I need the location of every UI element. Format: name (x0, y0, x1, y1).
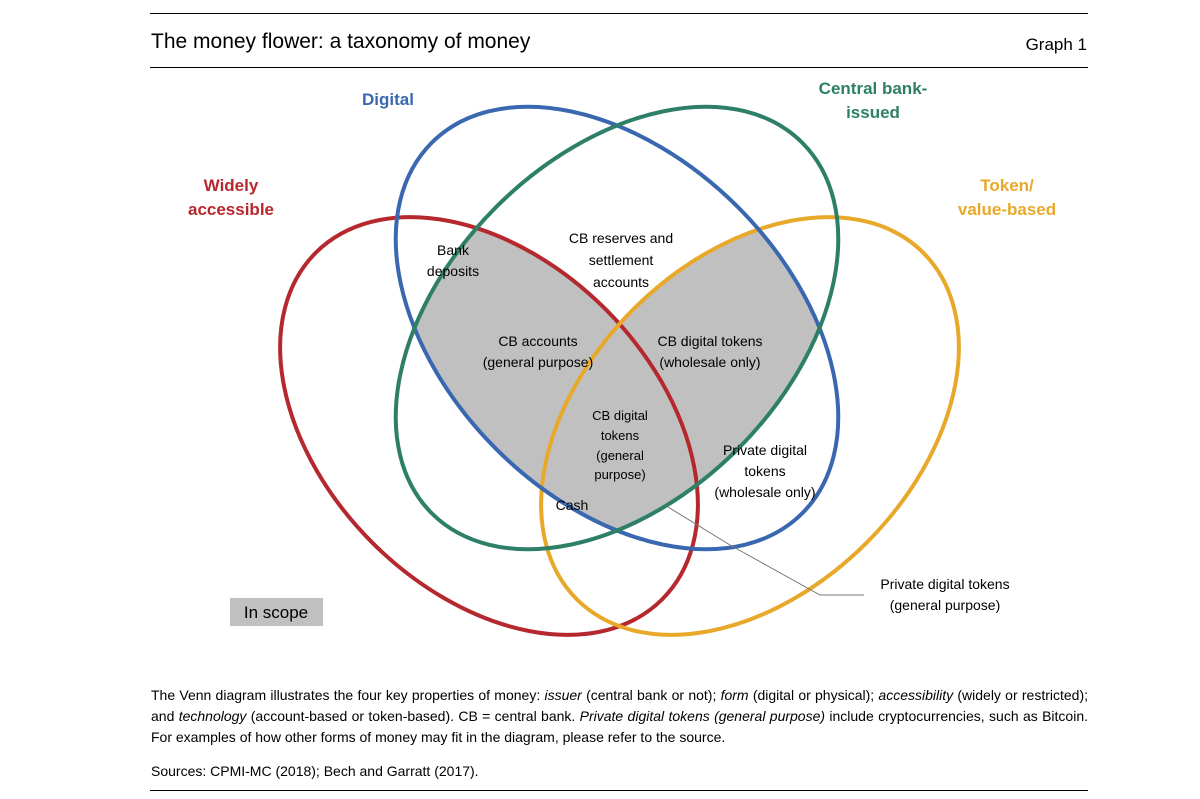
private-tokens-general-leader-line (667, 506, 864, 596)
shade-red-region (310, 136, 779, 635)
footnote-part3: (digital or physical); (748, 687, 879, 703)
region-private-tokens-wholesale-line3: (wholesale only) (714, 484, 815, 500)
money-flower-venn-diagram: Digital Central bank- issued Widely acce… (188, 79, 1056, 637)
label-central-bank-line2: issued (846, 103, 900, 122)
region-private-tokens-wholesale-line2: tokens (744, 463, 785, 479)
footnote-part5: (account-based or token-based). CB = cen… (246, 708, 580, 724)
region-cb-reserves-line1: CB reserves and (569, 230, 673, 246)
in-scope-shading (310, 136, 924, 635)
region-cb-reserves-line3: accounts (593, 274, 649, 290)
region-cb-tokens-general-line3: (general (596, 448, 644, 463)
sources-note: Sources: CPMI-MC (2018); Bech and Garrat… (151, 763, 479, 779)
label-central-bank-line1: Central bank- (819, 79, 928, 98)
footnote-issuer: issuer (544, 687, 582, 703)
region-cb-tokens-general-line1: CB digital (592, 408, 648, 423)
footnote-part4: (widely or restricted); and (151, 687, 1088, 724)
footnote-private-tokens: Private digital tokens (general purpose) (579, 708, 826, 724)
footnote-part2: (central bank or not); (581, 687, 721, 703)
top-rule (150, 13, 1088, 14)
region-bank-deposits-line2: deposits (427, 263, 479, 279)
region-cb-tokens-general-line4: purpose) (594, 467, 645, 482)
widely-accessible-ellipse (278, 215, 700, 637)
footnote-technology: technology (178, 708, 247, 724)
label-digital: Digital (362, 90, 414, 109)
region-cb-tokens-general-line2: tokens (601, 428, 640, 443)
page-title: The money flower: a taxonomy of money (151, 30, 531, 53)
label-widely-accessible-line1: Widely (204, 176, 259, 195)
token-based-ellipse (539, 215, 961, 637)
region-cb-tokens-wholesale-line2: (wholesale only) (659, 354, 760, 370)
title-rule (150, 67, 1088, 68)
in-scope-legend-box (230, 598, 323, 626)
region-cb-reserves-line2: settlement (589, 252, 654, 268)
footnote: The Venn diagram illustrates the four ke… (151, 685, 1088, 748)
bottom-rule (150, 790, 1088, 791)
region-cb-accounts-line1: CB accounts (498, 333, 577, 349)
region-private-tokens-wholesale-line1: Private digital (723, 442, 807, 458)
region-cb-tokens-wholesale-line1: CB digital tokens (657, 333, 762, 349)
region-cash: Cash (556, 497, 589, 513)
label-token-line2: value-based (958, 200, 1056, 219)
graph-number: Graph 1 (1025, 35, 1087, 54)
digital-ellipse (393, 104, 841, 552)
private-tokens-general-label-line2: (general purpose) (890, 597, 1001, 613)
central-bank-ellipse (393, 104, 841, 552)
footnote-part6: include cryptocurrencies, such as Bitcoi… (151, 708, 1088, 745)
region-cb-accounts-line2: (general purpose) (483, 354, 594, 370)
label-token-line1: Token/ (980, 176, 1034, 195)
label-widely-accessible-line2: accessible (188, 200, 274, 219)
footnote-form: form (720, 687, 749, 703)
private-tokens-general-label-line1: Private digital tokens (880, 576, 1009, 592)
footnote-part1: The Venn diagram illustrates the four ke… (151, 687, 545, 703)
in-scope-legend-label: In scope (244, 603, 308, 622)
region-bank-deposits-line1: Bank (437, 242, 470, 258)
footnote-accessibility: accessibility (878, 687, 954, 703)
